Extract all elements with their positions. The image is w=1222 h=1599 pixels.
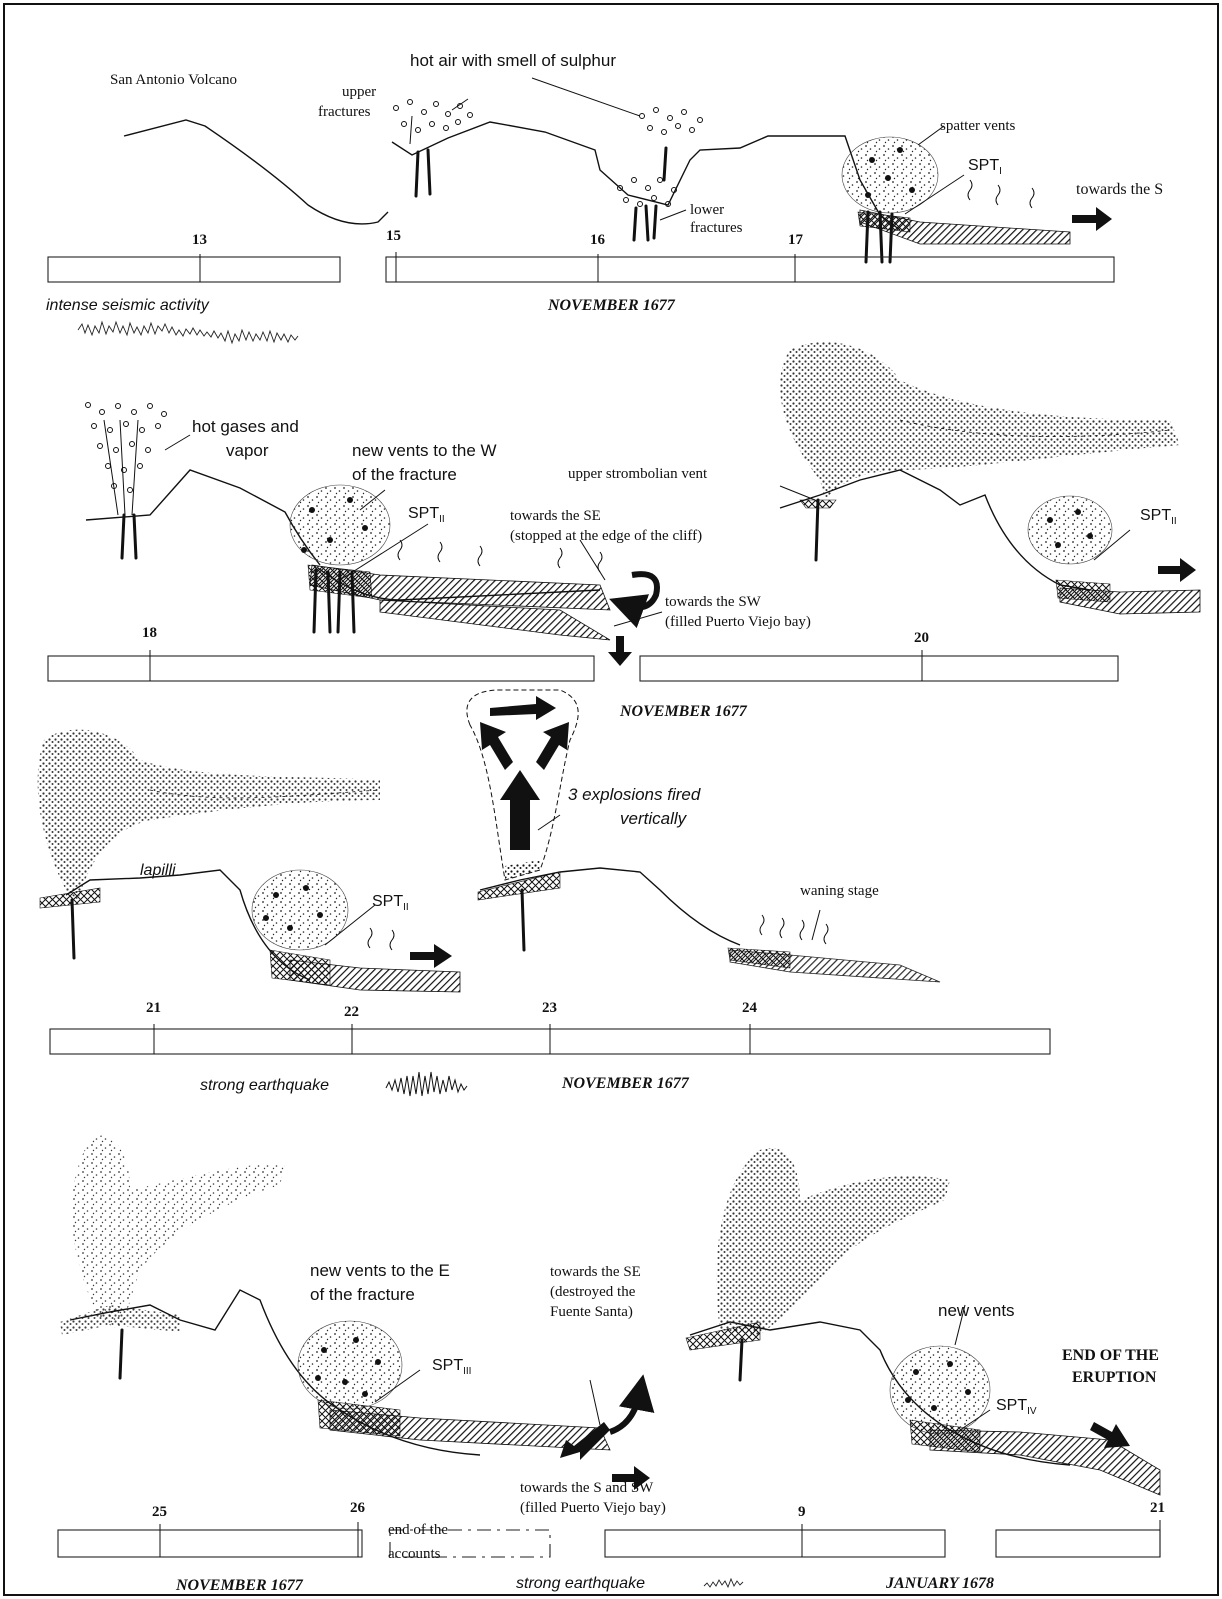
strombolian-plume (780, 342, 1180, 500)
month-label: NOVEMBER 1677 (175, 1577, 304, 1594)
volcano-profile (124, 120, 388, 224)
spt-label: SPTIV (996, 1397, 1037, 1417)
spatter-cloud (298, 1321, 402, 1409)
towards-sw-label-1: towards the SW (665, 594, 762, 610)
new-vents-w-label-1: new vents to the W (352, 441, 497, 460)
spatter-vents-label: spatter vents (940, 118, 1016, 134)
end-of-eruption-label-1: END OF THE (1062, 1347, 1159, 1364)
day-tick-label: 20 (914, 630, 929, 646)
new-vents-e-label-1: new vents to the E (310, 1261, 450, 1280)
spt-label: SPTII (1140, 507, 1177, 527)
month-label: JANUARY 1678 (885, 1575, 994, 1592)
flow-arrow (1158, 558, 1196, 582)
hot-gases-label-2: vapor (226, 441, 269, 460)
seismogram (386, 1072, 467, 1096)
new-vents-label: new vents (938, 1301, 1015, 1320)
seismogram (78, 322, 298, 343)
month-label: NOVEMBER 1677 (547, 297, 676, 314)
spt-label: SPTII (408, 505, 445, 525)
ash-plume (38, 730, 380, 900)
day-tick-label: 9 (798, 1504, 806, 1520)
explosion-arrow-up (500, 770, 540, 850)
towards-se-label-2: (destroyed the (550, 1284, 636, 1300)
upper-fractures-label-1: upper (342, 84, 376, 100)
towards-s-label-1: towards the S and SW (520, 1480, 654, 1496)
waning-stage-label: waning stage (800, 883, 879, 899)
volcano-name-label: San Antonio Volcano (110, 72, 237, 88)
timeline-3: 21 22 23 24 (50, 1000, 1050, 1054)
explosion-arrow-top (490, 696, 556, 720)
lower-fractures (618, 178, 677, 241)
flow-arrow (410, 944, 452, 968)
panel-4: new vents to the E of the fracture SPTII… (58, 1136, 1165, 1594)
seismic-activity-label: intense seismic activity (46, 297, 210, 314)
spatter-cloud (290, 485, 390, 565)
day-tick-label: 15 (386, 228, 401, 244)
panel-1: San Antonio Volcano hot air with smell o… (46, 51, 1163, 343)
day-tick-label: 21 (1150, 1500, 1165, 1516)
end-accounts-label-2: accounts (388, 1546, 441, 1562)
day-tick-label: 16 (590, 232, 606, 248)
spt-label: SPTIII (432, 1357, 471, 1377)
month-label: NOVEMBER 1677 (561, 1075, 690, 1092)
day-tick-label: 13 (192, 232, 207, 248)
lower-fractures-label-2: fractures (690, 220, 743, 236)
hot-air-label: hot air with smell of sulphur (410, 51, 616, 70)
spatter-cloud (890, 1346, 990, 1434)
day-tick-label: 21 (146, 1000, 161, 1016)
new-vents-w-label-2: of the fracture (352, 465, 457, 484)
spt-label: SPTII (372, 893, 409, 913)
explosions-label-1: 3 explosions fired (568, 785, 701, 804)
flow-arrow (1072, 207, 1112, 231)
towards-se-label-3: Fuente Santa) (550, 1304, 633, 1320)
stopped-arrow (626, 574, 657, 607)
ash-plume (716, 1148, 950, 1335)
day-tick-label: 26 (350, 1500, 366, 1516)
towards-sw-label-2: (filled Puerto Viejo bay) (665, 614, 811, 630)
sw-arrow (608, 636, 632, 666)
hot-gases-label-1: hot gases and (192, 417, 299, 436)
end-of-eruption-label-2: ERUPTION (1072, 1369, 1157, 1386)
lapilli-label: lapilli (140, 862, 176, 879)
timeline-bar (48, 257, 340, 282)
spatter-cloud (1028, 496, 1112, 564)
month-label: NOVEMBER 1677 (619, 703, 748, 720)
explosion-arrow-right (536, 722, 569, 770)
day-tick-label: 24 (742, 1000, 758, 1016)
towards-se-label-2: (stopped at the edge of the cliff) (510, 528, 702, 544)
earthquake-label: strong earthquake (200, 1077, 329, 1094)
earthquake-label: strong earthquake (516, 1575, 645, 1592)
seismogram (704, 1579, 743, 1587)
upper-fractures (394, 100, 703, 197)
upper-vent-label: upper strombolian vent (568, 466, 708, 482)
spt-label: SPTI (968, 157, 1002, 177)
day-tick-label: 18 (142, 625, 157, 641)
day-tick-label: 17 (788, 232, 804, 248)
explosions-label-2: vertically (620, 809, 688, 828)
gas-column (86, 403, 167, 516)
flow-arrow-se (610, 1392, 640, 1432)
towards-se-label-1: towards the SE (550, 1264, 641, 1280)
ash-plume (72, 1136, 285, 1330)
lower-fractures-label-1: lower (690, 202, 724, 218)
towards-s-label-2: (filled Puerto Viejo bay) (520, 1500, 666, 1516)
towards-s-label: towards the S (1076, 181, 1163, 198)
upper-fractures-label-2: fractures (318, 104, 371, 120)
new-vents-e-label-2: of the fracture (310, 1285, 415, 1304)
end-accounts-label-1: end of the (388, 1522, 448, 1538)
towards-se-label-1: towards the SE (510, 508, 601, 524)
panel-3: lapilli SPTII 3 explosions fired vertica… (38, 690, 1050, 1096)
day-tick-label: 22 (344, 1004, 359, 1020)
panel-2: hot gases and vapor new vents to the W o… (48, 342, 1200, 720)
day-tick-label: 25 (152, 1504, 167, 1520)
day-tick-label: 23 (542, 1000, 557, 1016)
